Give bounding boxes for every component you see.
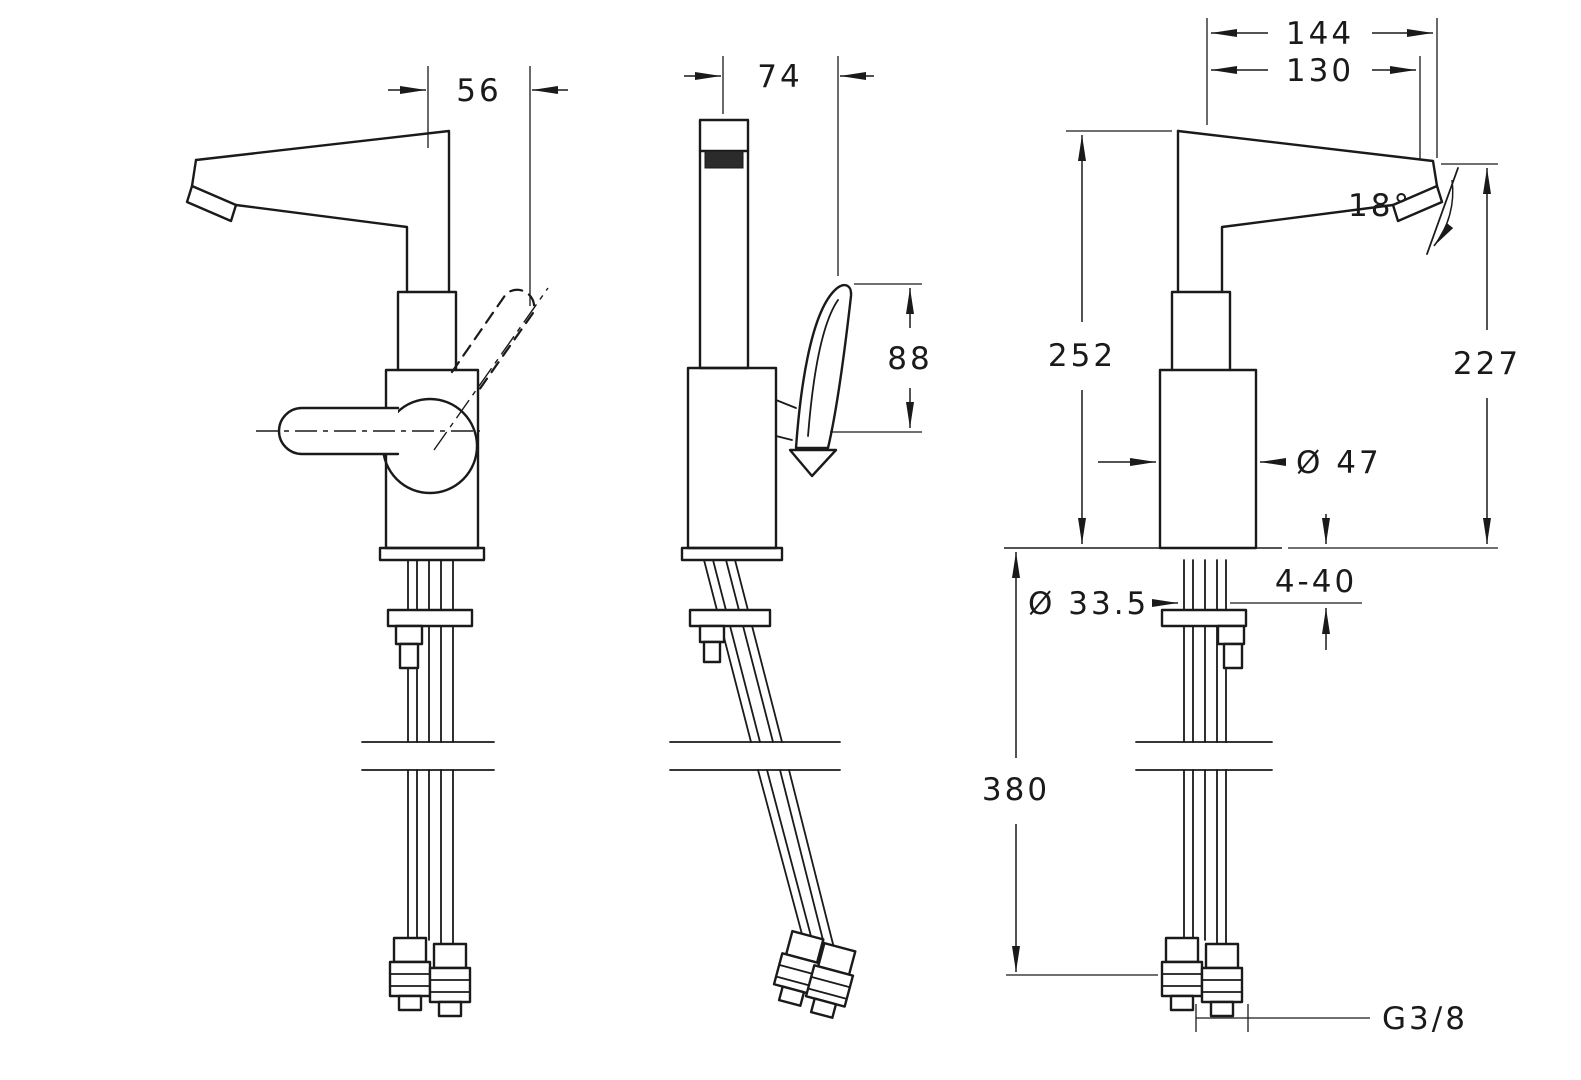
base-flange-left (378, 546, 486, 562)
mounting-washer-left (386, 608, 474, 628)
dimension-56: 56 (388, 66, 568, 306)
hoses-left (361, 559, 495, 1018)
dim-label-dia33-5: Ø 33.5 (1028, 586, 1149, 622)
spout-column-front (698, 118, 750, 370)
handle-alt-position (450, 288, 536, 392)
spout-left (185, 129, 451, 294)
break-lines-left (361, 741, 495, 771)
dim-label-227: 227 (1453, 346, 1521, 382)
hose-fitting (1160, 936, 1204, 1012)
handle-alt-centerline (433, 287, 549, 451)
handle-left (256, 287, 549, 456)
mounting-washer-front (688, 608, 772, 628)
dimension-88: 88 (830, 283, 932, 433)
dim-label-88: 88 (887, 341, 932, 377)
dimension-252: 252 (1048, 130, 1172, 544)
spout-right (1176, 129, 1444, 294)
body-right (1158, 368, 1258, 550)
dim-label-74: 74 (757, 59, 802, 95)
body-front (680, 366, 784, 562)
hoses-right (1135, 559, 1273, 1018)
dim-label-380: 380 (982, 772, 1050, 808)
handle-front (775, 283, 853, 478)
dim-label-144: 144 (1286, 16, 1354, 52)
left-side-view: 56 (185, 66, 568, 1018)
dimension-18deg: 18° (1348, 167, 1459, 255)
dim-label-4-40: 4-40 (1275, 564, 1357, 600)
dim-label-dia47: Ø 47 (1296, 445, 1382, 481)
aerator-band (704, 150, 744, 169)
break-lines-front (669, 741, 841, 771)
dim-label-252: 252 (1048, 338, 1116, 374)
dimension-144: 144 (1206, 16, 1438, 158)
base-flange-front (680, 546, 784, 562)
front-view: 74 88 (669, 56, 932, 1019)
hose-fitting (428, 942, 472, 1018)
neck-left (396, 290, 458, 372)
body-left (378, 368, 486, 562)
dim-label-18deg: 18° (1348, 188, 1412, 224)
dimension-227: 227 (1288, 163, 1521, 549)
mounting-washer-right (1160, 608, 1248, 628)
dimension-380: 380 (982, 552, 1158, 976)
neck-right (1170, 290, 1232, 372)
dimension-dia33-5: Ø 33.5 (1028, 586, 1362, 622)
break-lines-right (1135, 741, 1273, 771)
hose-fitting (388, 936, 432, 1012)
right-side-view: 144 130 18° 252 227 Ø 47 (982, 16, 1521, 1037)
hoses-front (669, 559, 857, 1019)
hose-fitting (804, 941, 857, 1019)
dim-label-g38: G3/8 (1382, 1001, 1468, 1037)
dim-label-56: 56 (456, 73, 501, 109)
hose-fitting (1200, 942, 1244, 1018)
dim-label-130: 130 (1286, 53, 1354, 89)
dimension-74: 74 (684, 56, 874, 276)
dimension-dia47: Ø 47 (1098, 445, 1382, 481)
dimension-g38: G3/8 (1195, 1001, 1468, 1037)
dimension-130: 130 (1211, 53, 1421, 160)
dimension-4-40: 4-40 (1275, 514, 1357, 650)
